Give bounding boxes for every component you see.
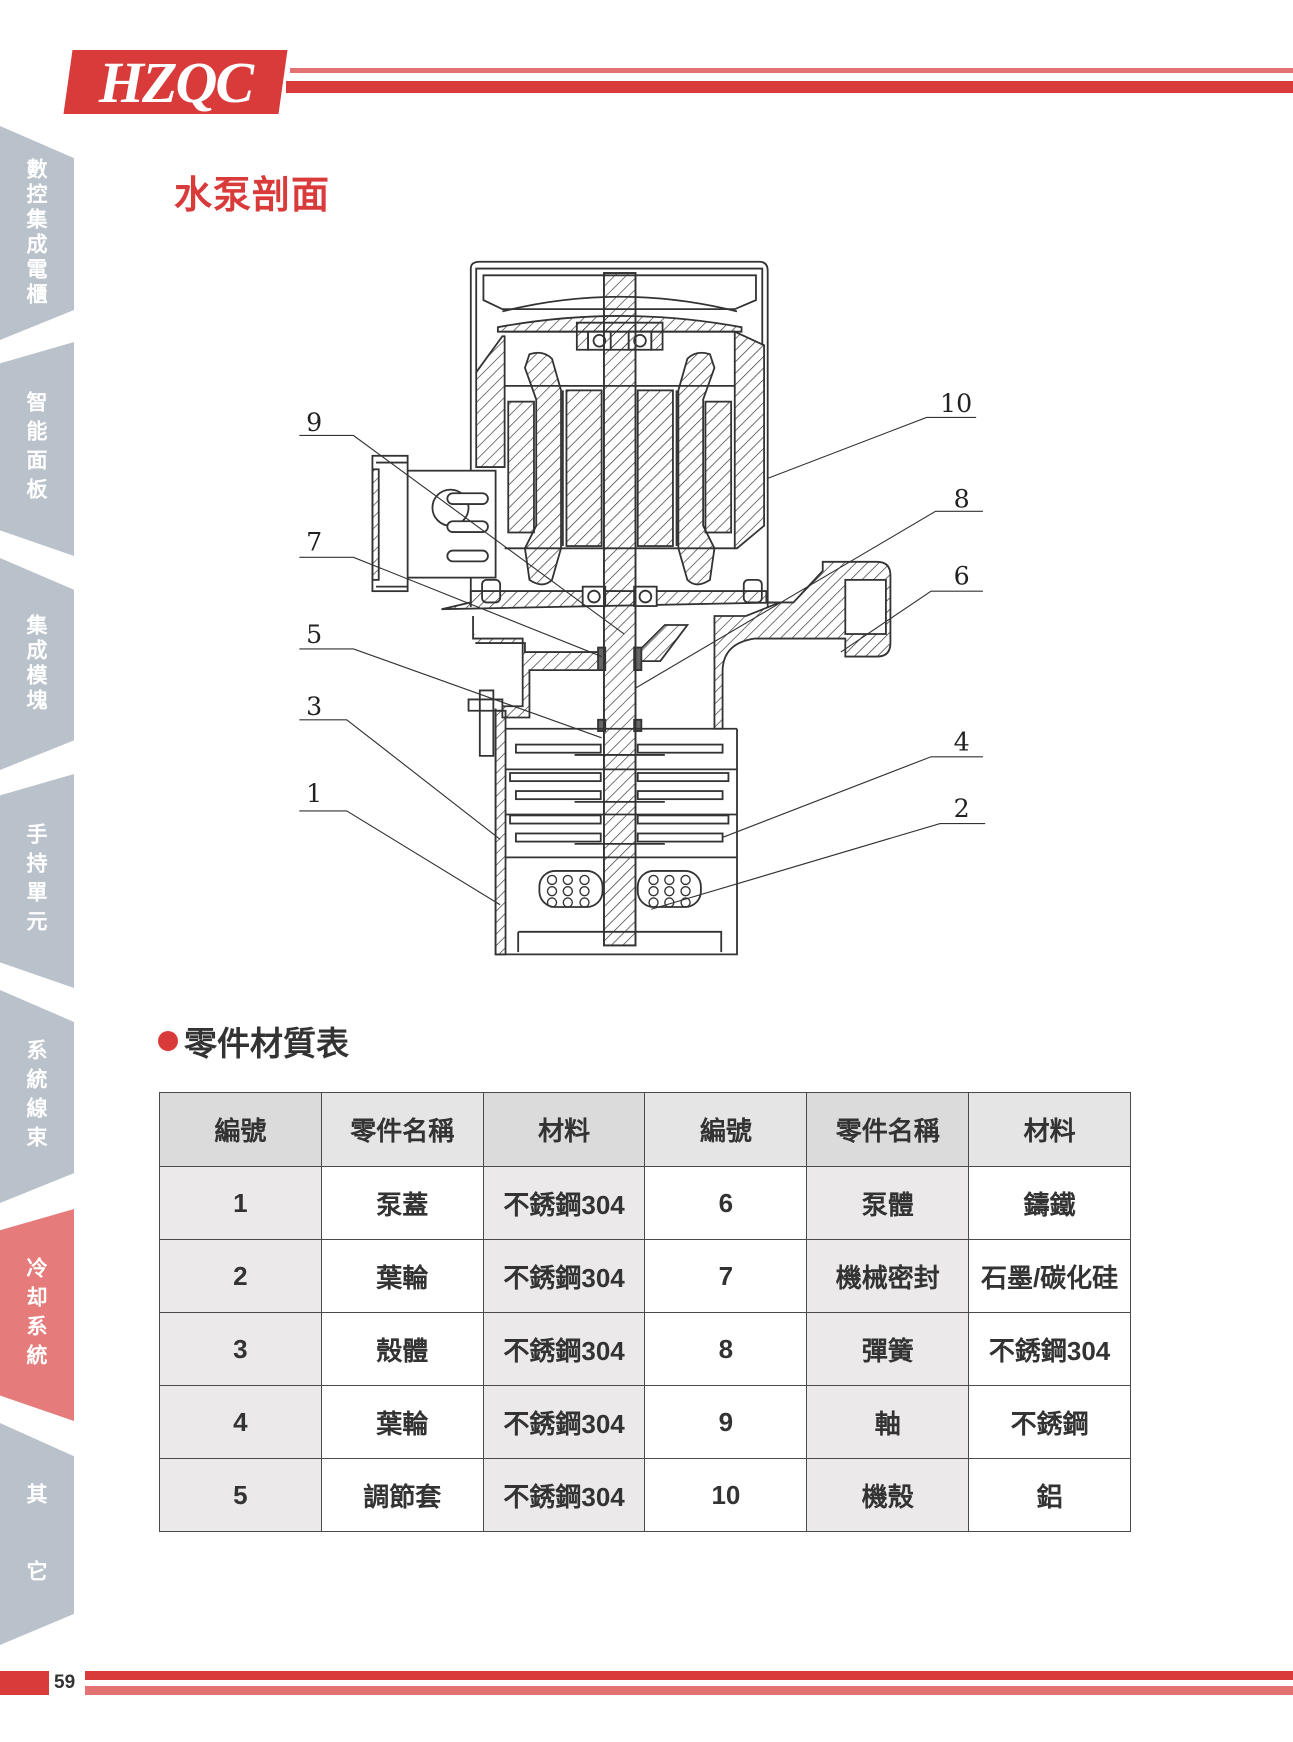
cell-material: 不銹鋼304 bbox=[968, 1312, 1131, 1386]
header-divider-thick bbox=[286, 81, 1293, 93]
col-header-number: 編號 bbox=[644, 1092, 808, 1167]
cell-material: 不銹鋼 bbox=[968, 1385, 1131, 1459]
callout-6: 6 bbox=[954, 561, 970, 590]
cell-number: 9 bbox=[644, 1385, 808, 1459]
sidebar-tab-handheld-unit[interactable]: 手持單元 bbox=[0, 774, 74, 988]
sidebar-tab-label: 智能面板 bbox=[24, 391, 48, 507]
cell-material: 鋁 bbox=[968, 1458, 1131, 1532]
table-header-row: 編號 零件名稱 材料 編號 零件名稱 材料 bbox=[159, 1092, 1131, 1167]
cell-number: 8 bbox=[644, 1312, 808, 1386]
callout-1: 1 bbox=[306, 779, 322, 808]
sidebar-tab-label: 數控集成電櫃 bbox=[24, 158, 48, 308]
cell-material: 不銹鋼304 bbox=[482, 1458, 646, 1532]
callout-8: 8 bbox=[954, 485, 970, 514]
brand-logo: HZQC bbox=[63, 49, 288, 115]
callout-4: 4 bbox=[954, 727, 970, 756]
cell-number: 7 bbox=[644, 1239, 808, 1313]
cell-number: 3 bbox=[159, 1312, 322, 1386]
cell-part-name: 殼體 bbox=[320, 1312, 484, 1386]
cell-number: 5 bbox=[159, 1458, 322, 1532]
cell-part-name: 葉輪 bbox=[320, 1239, 484, 1313]
pump-cross-section-diagram: 1 2 3 4 5 6 7 8 9 10 bbox=[299, 260, 986, 956]
callout-labels: 1 2 3 4 5 6 7 8 9 10 bbox=[306, 389, 972, 823]
sidebar-tab-label: 集成模塊 bbox=[24, 614, 48, 714]
col-header-number: 編號 bbox=[159, 1092, 322, 1167]
page-number: 59 bbox=[54, 1672, 76, 1693]
cell-material: 不銹鋼304 bbox=[482, 1239, 646, 1313]
sidebar-tab-cooling-system[interactable]: 冷却系統 bbox=[0, 1209, 74, 1421]
col-header-material: 材料 bbox=[482, 1092, 646, 1167]
footer-page-tab bbox=[0, 1671, 49, 1695]
col-header-material: 材料 bbox=[968, 1092, 1131, 1167]
callout-10: 10 bbox=[940, 389, 972, 418]
cell-part-name: 彈簧 bbox=[806, 1312, 970, 1386]
footer-divider-red bbox=[85, 1671, 1293, 1680]
cell-part-name: 葉輪 bbox=[320, 1385, 484, 1459]
cell-part-name: 泵體 bbox=[806, 1166, 970, 1240]
section-title: 零件材質表 bbox=[184, 1024, 349, 1063]
col-header-part-name: 零件名稱 bbox=[320, 1092, 484, 1167]
cell-number: 6 bbox=[644, 1166, 808, 1240]
sidebar-tab-other[interactable]: 其它 bbox=[0, 1423, 74, 1645]
cell-number: 1 bbox=[159, 1166, 322, 1240]
cell-part-name: 調節套 bbox=[320, 1458, 484, 1532]
cell-part-name: 機殼 bbox=[806, 1458, 970, 1532]
cell-number: 2 bbox=[159, 1239, 322, 1313]
cell-material: 石墨/碳化硅 bbox=[968, 1239, 1131, 1313]
col-header-part-name: 零件名稱 bbox=[806, 1092, 970, 1167]
sidebar-tab-cnc-cabinet[interactable]: 數控集成電櫃 bbox=[0, 126, 74, 340]
cell-number: 10 bbox=[644, 1458, 808, 1532]
sidebar-tab-smart-panel[interactable]: 智能面板 bbox=[0, 342, 74, 556]
bullet-icon bbox=[158, 1031, 178, 1051]
parts-table-heading: 零件材質表 bbox=[158, 1017, 349, 1065]
pump-drawing bbox=[371, 260, 892, 956]
footer-divider-pink bbox=[85, 1686, 1293, 1695]
sidebar-tab-label: 手持單元 bbox=[24, 823, 48, 939]
callout-7: 7 bbox=[306, 528, 322, 557]
header-divider-thin bbox=[290, 68, 1293, 73]
page-title: 水泵剖面 bbox=[174, 173, 331, 217]
sidebar-tab-label: 冷却系統 bbox=[24, 1257, 48, 1373]
callout-5: 5 bbox=[306, 620, 322, 649]
cell-number: 4 bbox=[159, 1385, 322, 1459]
sidebar-tab-integrated-module[interactable]: 集成模塊 bbox=[0, 558, 74, 770]
sidebar-tab-label: 系統線束 bbox=[24, 1038, 48, 1155]
cell-part-name: 泵蓋 bbox=[320, 1166, 484, 1240]
sidebar-tab-wiring-harness[interactable]: 系統線束 bbox=[0, 990, 74, 1203]
cell-material: 鑄鐵 bbox=[968, 1166, 1131, 1240]
callout-leaders bbox=[299, 416, 986, 910]
cell-material: 不銹鋼304 bbox=[482, 1312, 646, 1386]
sidebar-tab-label: 其它 bbox=[24, 1483, 48, 1637]
callout-3: 3 bbox=[306, 692, 322, 721]
cell-material: 不銹鋼304 bbox=[482, 1166, 646, 1240]
callout-2: 2 bbox=[954, 794, 970, 823]
cell-material: 不銹鋼304 bbox=[482, 1385, 646, 1459]
callout-9: 9 bbox=[306, 408, 322, 437]
cell-part-name: 機械密封 bbox=[806, 1239, 970, 1313]
cell-part-name: 軸 bbox=[806, 1385, 970, 1459]
logo-text: HZQC bbox=[98, 49, 253, 115]
